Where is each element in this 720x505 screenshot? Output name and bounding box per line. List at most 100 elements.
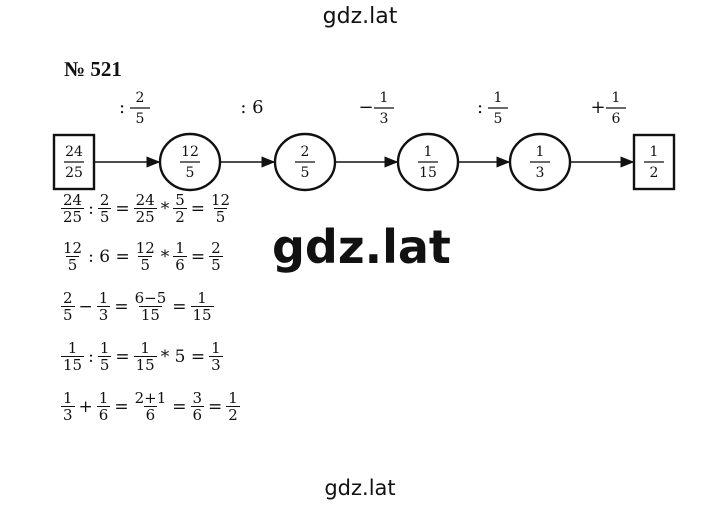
denominator: 6 bbox=[96, 406, 111, 424]
operator: = bbox=[114, 296, 129, 317]
denominator: 3 bbox=[209, 356, 223, 374]
chain-node-0-denominator: 25 bbox=[65, 165, 83, 181]
denominator: 5 bbox=[213, 208, 228, 226]
chain-node-3-denominator: 15 bbox=[419, 165, 437, 181]
numerator: 1 bbox=[98, 289, 109, 307]
operator: = bbox=[114, 396, 129, 417]
numerator: 1 bbox=[99, 339, 110, 357]
denominator: 25 bbox=[133, 208, 157, 226]
operator: = bbox=[190, 246, 206, 267]
numerator: 1 bbox=[211, 339, 221, 357]
numerator: 2 bbox=[211, 239, 221, 257]
chain-op-0-numerator: 2 bbox=[136, 90, 145, 106]
numerator: 12 bbox=[211, 191, 231, 209]
numerator: 24 bbox=[135, 191, 155, 209]
operator: = bbox=[208, 396, 223, 417]
numerator: 1 bbox=[98, 389, 109, 407]
chain-node-5-numerator: 1 bbox=[650, 144, 659, 160]
chain-op-sign-4: + bbox=[590, 97, 605, 118]
operator: = bbox=[115, 346, 130, 367]
denominator: 2 bbox=[226, 406, 240, 424]
denominator: 15 bbox=[138, 306, 162, 324]
watermark-bottom: gdz.lat bbox=[324, 476, 396, 500]
chain-op-2-denominator: 3 bbox=[380, 111, 389, 127]
chain-box-5 bbox=[632, 133, 676, 191]
watermark-top: gdz.lat bbox=[322, 4, 398, 29]
operator: = bbox=[172, 296, 187, 317]
denominator: 5 bbox=[65, 256, 80, 274]
numerator: 12 bbox=[63, 239, 83, 257]
denominator: 5 bbox=[138, 256, 153, 274]
chain-op-sign-3: : bbox=[477, 97, 483, 118]
denominator: 2 bbox=[173, 208, 187, 226]
denominator: 6 bbox=[190, 406, 205, 424]
chain-node-5-denominator: 2 bbox=[650, 165, 659, 181]
denominator: 3 bbox=[61, 406, 75, 424]
numerator: 1 bbox=[63, 389, 73, 407]
numerator: 1 bbox=[197, 289, 207, 307]
chain-op-sign-1: : 6 bbox=[240, 97, 263, 118]
chain-node-1-denominator: 5 bbox=[186, 165, 195, 181]
chain-node-4-denominator: 3 bbox=[536, 165, 545, 181]
chain-op-4-denominator: 6 bbox=[612, 111, 621, 127]
operator: + bbox=[78, 396, 93, 417]
numerator: 1 bbox=[67, 339, 78, 357]
denominator: 3 bbox=[96, 306, 111, 324]
chain-node-2-denominator: 5 bbox=[301, 165, 310, 181]
numerator: 6−5 bbox=[134, 289, 167, 307]
operator: = bbox=[115, 198, 130, 219]
chain-op-3-denominator: 5 bbox=[494, 111, 503, 127]
operator: : 6 = bbox=[88, 246, 130, 267]
task-number: № 521 bbox=[64, 57, 122, 81]
chain-node-3-numerator: 1 bbox=[424, 144, 433, 160]
numerator: 24 bbox=[63, 191, 83, 209]
chain-node-0-numerator: 24 bbox=[65, 144, 83, 160]
denominator: 15 bbox=[61, 356, 85, 374]
chain-op-2-numerator: 1 bbox=[380, 90, 389, 106]
watermark-center: gdz.lat bbox=[272, 220, 451, 274]
chain-op-0-denominator: 5 bbox=[136, 111, 145, 127]
numerator: 2 bbox=[63, 289, 73, 307]
denominator: 6 bbox=[143, 406, 158, 424]
numerator: 1 bbox=[140, 339, 150, 357]
denominator: 5 bbox=[61, 306, 75, 324]
chain-op-3-numerator: 1 bbox=[494, 90, 503, 106]
denominator: 5 bbox=[97, 208, 112, 226]
numerator: 1 bbox=[175, 239, 185, 257]
numerator: 5 bbox=[175, 191, 185, 209]
numerator: 2 bbox=[99, 191, 110, 209]
chain-op-sign-0: : bbox=[119, 97, 125, 118]
chain-node-4-numerator: 1 bbox=[536, 144, 545, 160]
chain-node-2-numerator: 2 bbox=[301, 144, 310, 160]
operator: = bbox=[190, 198, 206, 219]
operator: : bbox=[88, 346, 94, 367]
operator: * 5 = bbox=[160, 346, 206, 367]
denominator: 6 bbox=[173, 256, 187, 274]
operator: : bbox=[88, 198, 94, 219]
operator: * bbox=[160, 198, 170, 219]
numerator: 1 bbox=[228, 389, 238, 407]
